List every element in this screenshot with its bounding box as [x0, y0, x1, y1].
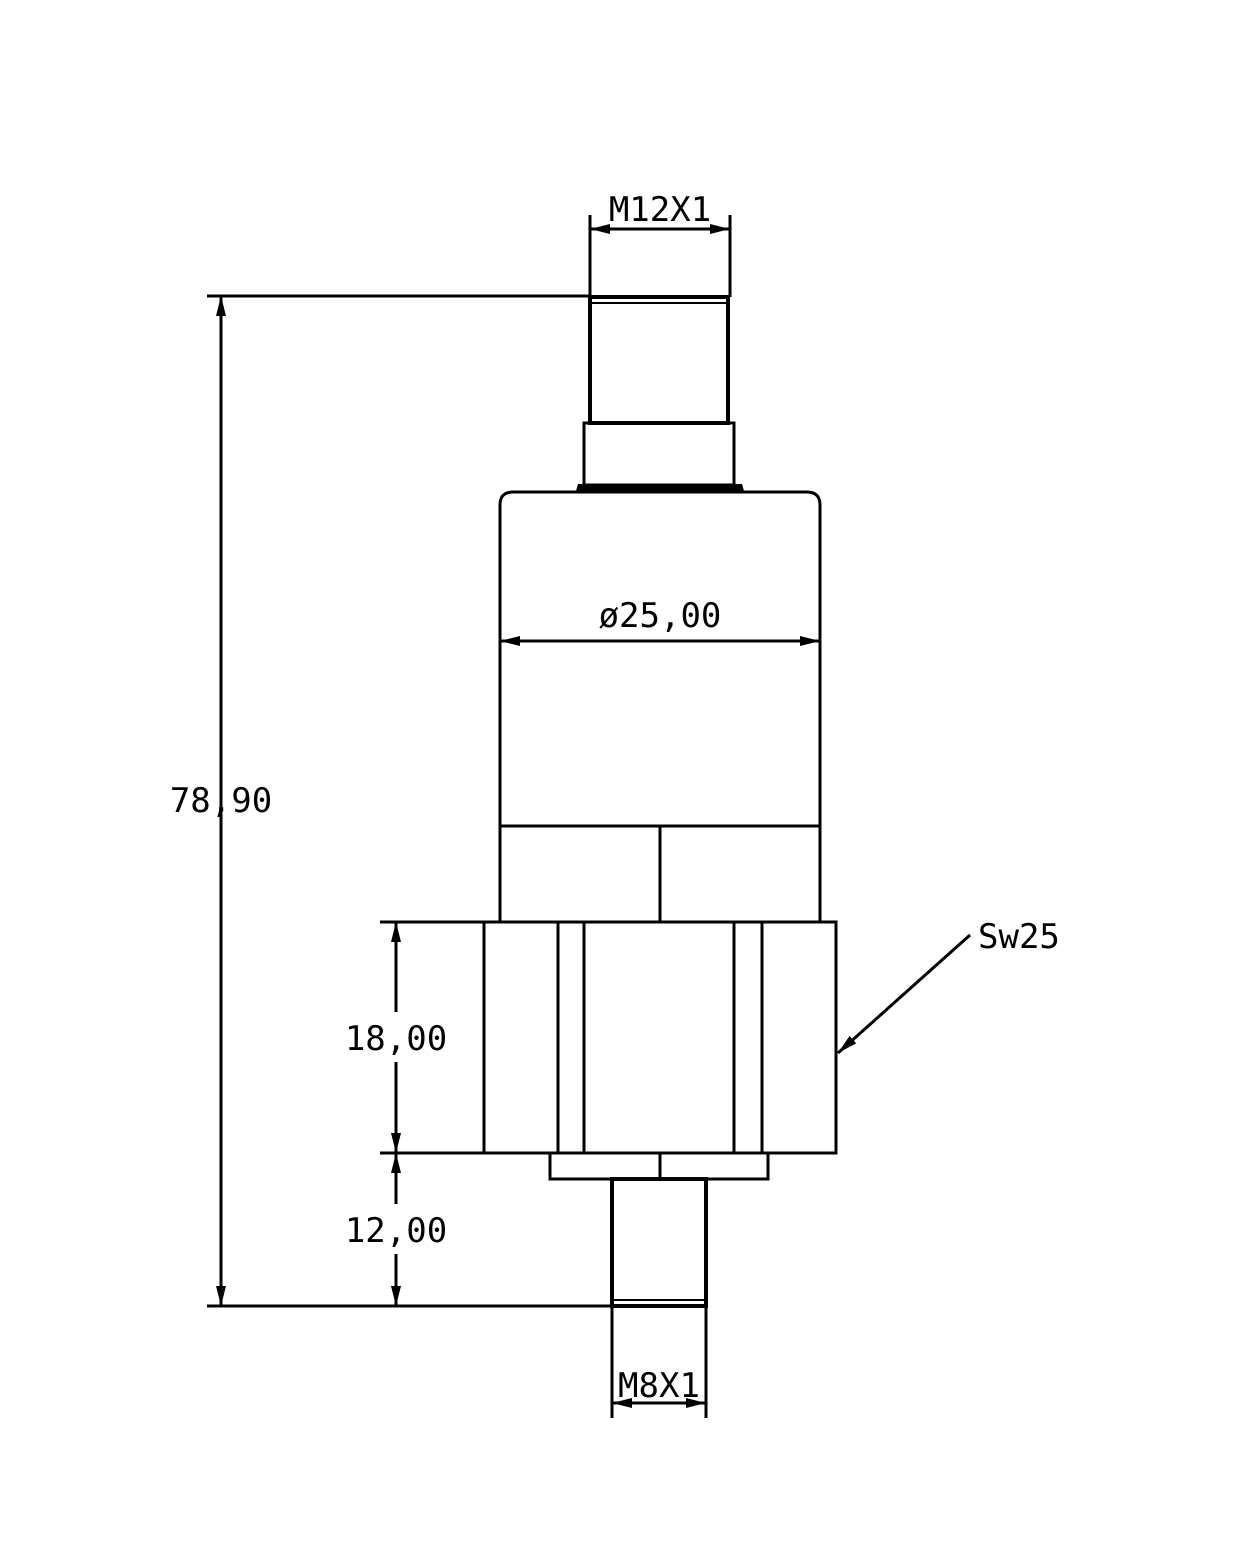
dimension-overall-length: 78,90 [170, 296, 272, 1306]
dimension-body-diameter: ø25,00 [500, 596, 820, 646]
top-connector [576, 295, 744, 491]
bottom-thread-label: M8X1 [618, 1366, 700, 1406]
hex-nut [482, 920, 838, 1155]
bottom-thread [610, 1177, 708, 1308]
hex-height-label: 18,00 [345, 1019, 447, 1059]
dimension-top-thread: M12X1 [590, 190, 730, 234]
extension-lines [207, 215, 732, 1418]
wrench-size-label: Sw25 [978, 917, 1060, 957]
body-diameter-label: ø25,00 [599, 596, 722, 636]
overall-length-label: 78,90 [170, 781, 272, 821]
leader-wrench-size: Sw25 [837, 917, 1060, 1055]
sealing-washer [548, 1151, 770, 1181]
dimension-thread-length: 12,00 [345, 1153, 447, 1306]
dimension-hex-height: 18,00 [345, 922, 447, 1153]
sensor-body [498, 490, 822, 922]
top-thread-label: M12X1 [609, 190, 711, 230]
thread-length-label: 12,00 [345, 1211, 447, 1251]
dimension-bottom-thread: M8X1 [612, 1366, 706, 1408]
